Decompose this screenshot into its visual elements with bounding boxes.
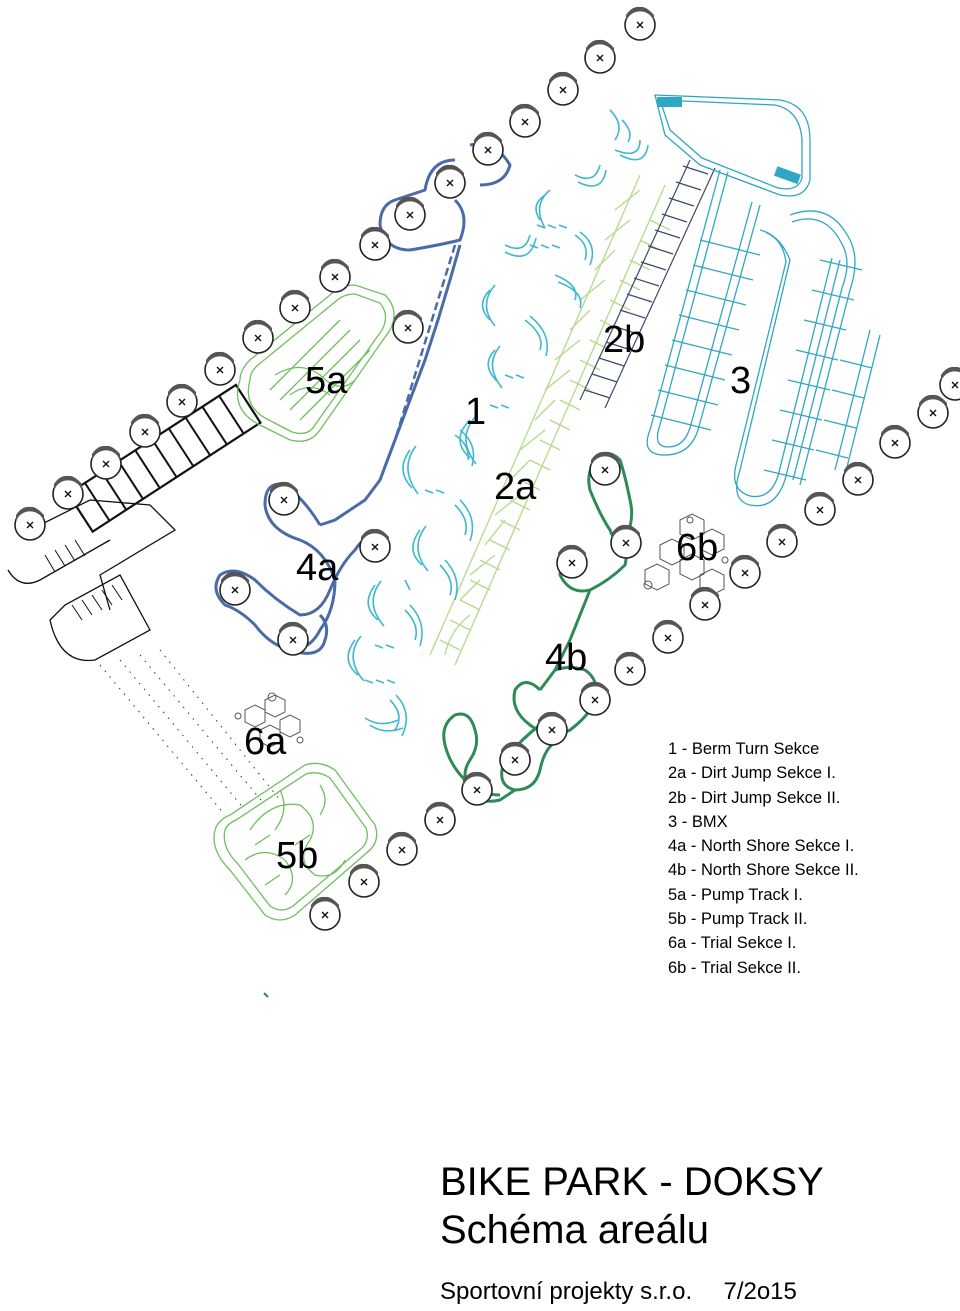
tree-symbol-icon (394, 196, 426, 231)
tree-symbol-icon (610, 524, 642, 559)
zone-label-2b: 2b (603, 319, 645, 361)
zone-label-6b: 6b (676, 527, 718, 569)
tree-symbol-icon (166, 383, 198, 418)
tree-symbol-icon (434, 164, 466, 199)
zone-label-2a: 2a (494, 466, 537, 508)
tree-symbol-icon (386, 831, 418, 866)
tree-symbol-icon (589, 451, 621, 486)
tree-symbol-icon (536, 711, 568, 746)
dirt-jump-2b (579, 159, 716, 409)
trial-6a (234, 692, 304, 748)
tree-symbol-icon (472, 131, 504, 166)
tree-symbol-icon (652, 619, 684, 654)
footer: Sportovní projekty s.r.o. 7/2o15 (440, 1278, 797, 1306)
zone-label-6a: 6a (244, 721, 287, 763)
plan-date: 7/2o15 (723, 1278, 797, 1305)
legend-item: 6a - Trial Sekce I. (668, 934, 797, 953)
tree-symbol-icon (689, 586, 721, 621)
title-block: BIKE PARK - DOKSY Schéma areálu (440, 1158, 824, 1254)
tree-symbol-icon (939, 366, 960, 401)
tree-symbol-icon (842, 461, 874, 496)
tree-symbol-icon (509, 103, 541, 138)
tree-symbol-icon (279, 289, 311, 324)
tree-symbol-icon (219, 571, 251, 606)
tree-symbol-icon (242, 319, 274, 354)
company-name: Sportovní projekty s.r.o. (440, 1278, 693, 1305)
tree-symbol-icon (547, 71, 579, 106)
tree-symbol-icon (729, 554, 761, 589)
legend-item: 4a - North Shore Sekce I. (668, 837, 855, 856)
legend-item: 1 - Berm Turn Sekce (668, 740, 820, 758)
legend-item: 2b - Dirt Jump Sekce II. (668, 788, 841, 807)
tree-symbol-icon (499, 741, 531, 776)
zone-label-4b: 4b (545, 637, 587, 679)
tree-symbol-icon (624, 6, 656, 41)
legend-item: 3 - BMX (668, 812, 728, 831)
tree-symbol-icon (204, 351, 236, 386)
tree-symbol-icon (614, 651, 646, 686)
stray-mark (263, 992, 269, 998)
zone-labels: 5a 1 2a 2b 3 4a 4b 5b 6a 6b (244, 319, 751, 877)
tree-symbol-icon (804, 491, 836, 526)
tree-symbol-icon (424, 801, 456, 836)
tree-symbol-icon (917, 394, 949, 429)
pump-track-5a (236, 284, 395, 442)
tree-symbol-icon (584, 39, 616, 74)
tree-symbol-icon (52, 475, 84, 510)
tree-symbol-icon (879, 424, 911, 459)
dotted-paths (99, 649, 281, 816)
tree-symbol-icon (359, 226, 391, 261)
tree-symbol-icon (348, 863, 380, 898)
legend-item: 5a - Pump Track I. (668, 885, 803, 904)
berm-dashes-4a (393, 244, 457, 441)
dirt-jump-2a (429, 174, 671, 666)
zone-label-1: 1 (465, 391, 486, 433)
legend-item: 4b - North Shore Sekce II. (668, 861, 859, 880)
zone-label-4a: 4a (296, 547, 339, 589)
tree-symbol-icon (319, 258, 351, 293)
tree-symbol-icon (556, 544, 588, 579)
north-shore-4a (214, 142, 512, 655)
zone-label-3: 3 (730, 360, 751, 402)
tree-symbol-icon (14, 506, 46, 541)
legend-item: 2a - Dirt Jump Sekce I. (668, 764, 836, 783)
zone-label-5a: 5a (305, 360, 348, 402)
tree-symbol-icon (359, 528, 391, 563)
tree-symbol-icon (766, 523, 798, 558)
tree-symbol-icon (129, 413, 161, 448)
legend: 1 - Berm Turn Sekce 2a - Dirt Jump Sekce… (668, 737, 859, 980)
bmx-track-3 (646, 94, 881, 507)
pump-track-5b (213, 762, 378, 921)
tree-symbol-icon (277, 621, 309, 656)
legend-item: 5b - Pump Track II. (668, 910, 808, 929)
page-title: BIKE PARK - DOKSY (440, 1160, 824, 1204)
berm-turn-1 (347, 109, 649, 737)
tree-symbol-icon (579, 681, 611, 716)
tree-symbol-icon (90, 445, 122, 480)
tree-symbol-icon (392, 309, 424, 344)
legend-item: 6b - Trial Sekce II. (668, 958, 801, 977)
tree-symbol-icon (268, 481, 300, 516)
zone-label-5b: 5b (276, 835, 318, 877)
tree-symbol-icon (309, 896, 341, 931)
tree-symbol-icon (461, 771, 493, 806)
page-subtitle: Schéma areálu (440, 1208, 710, 1252)
